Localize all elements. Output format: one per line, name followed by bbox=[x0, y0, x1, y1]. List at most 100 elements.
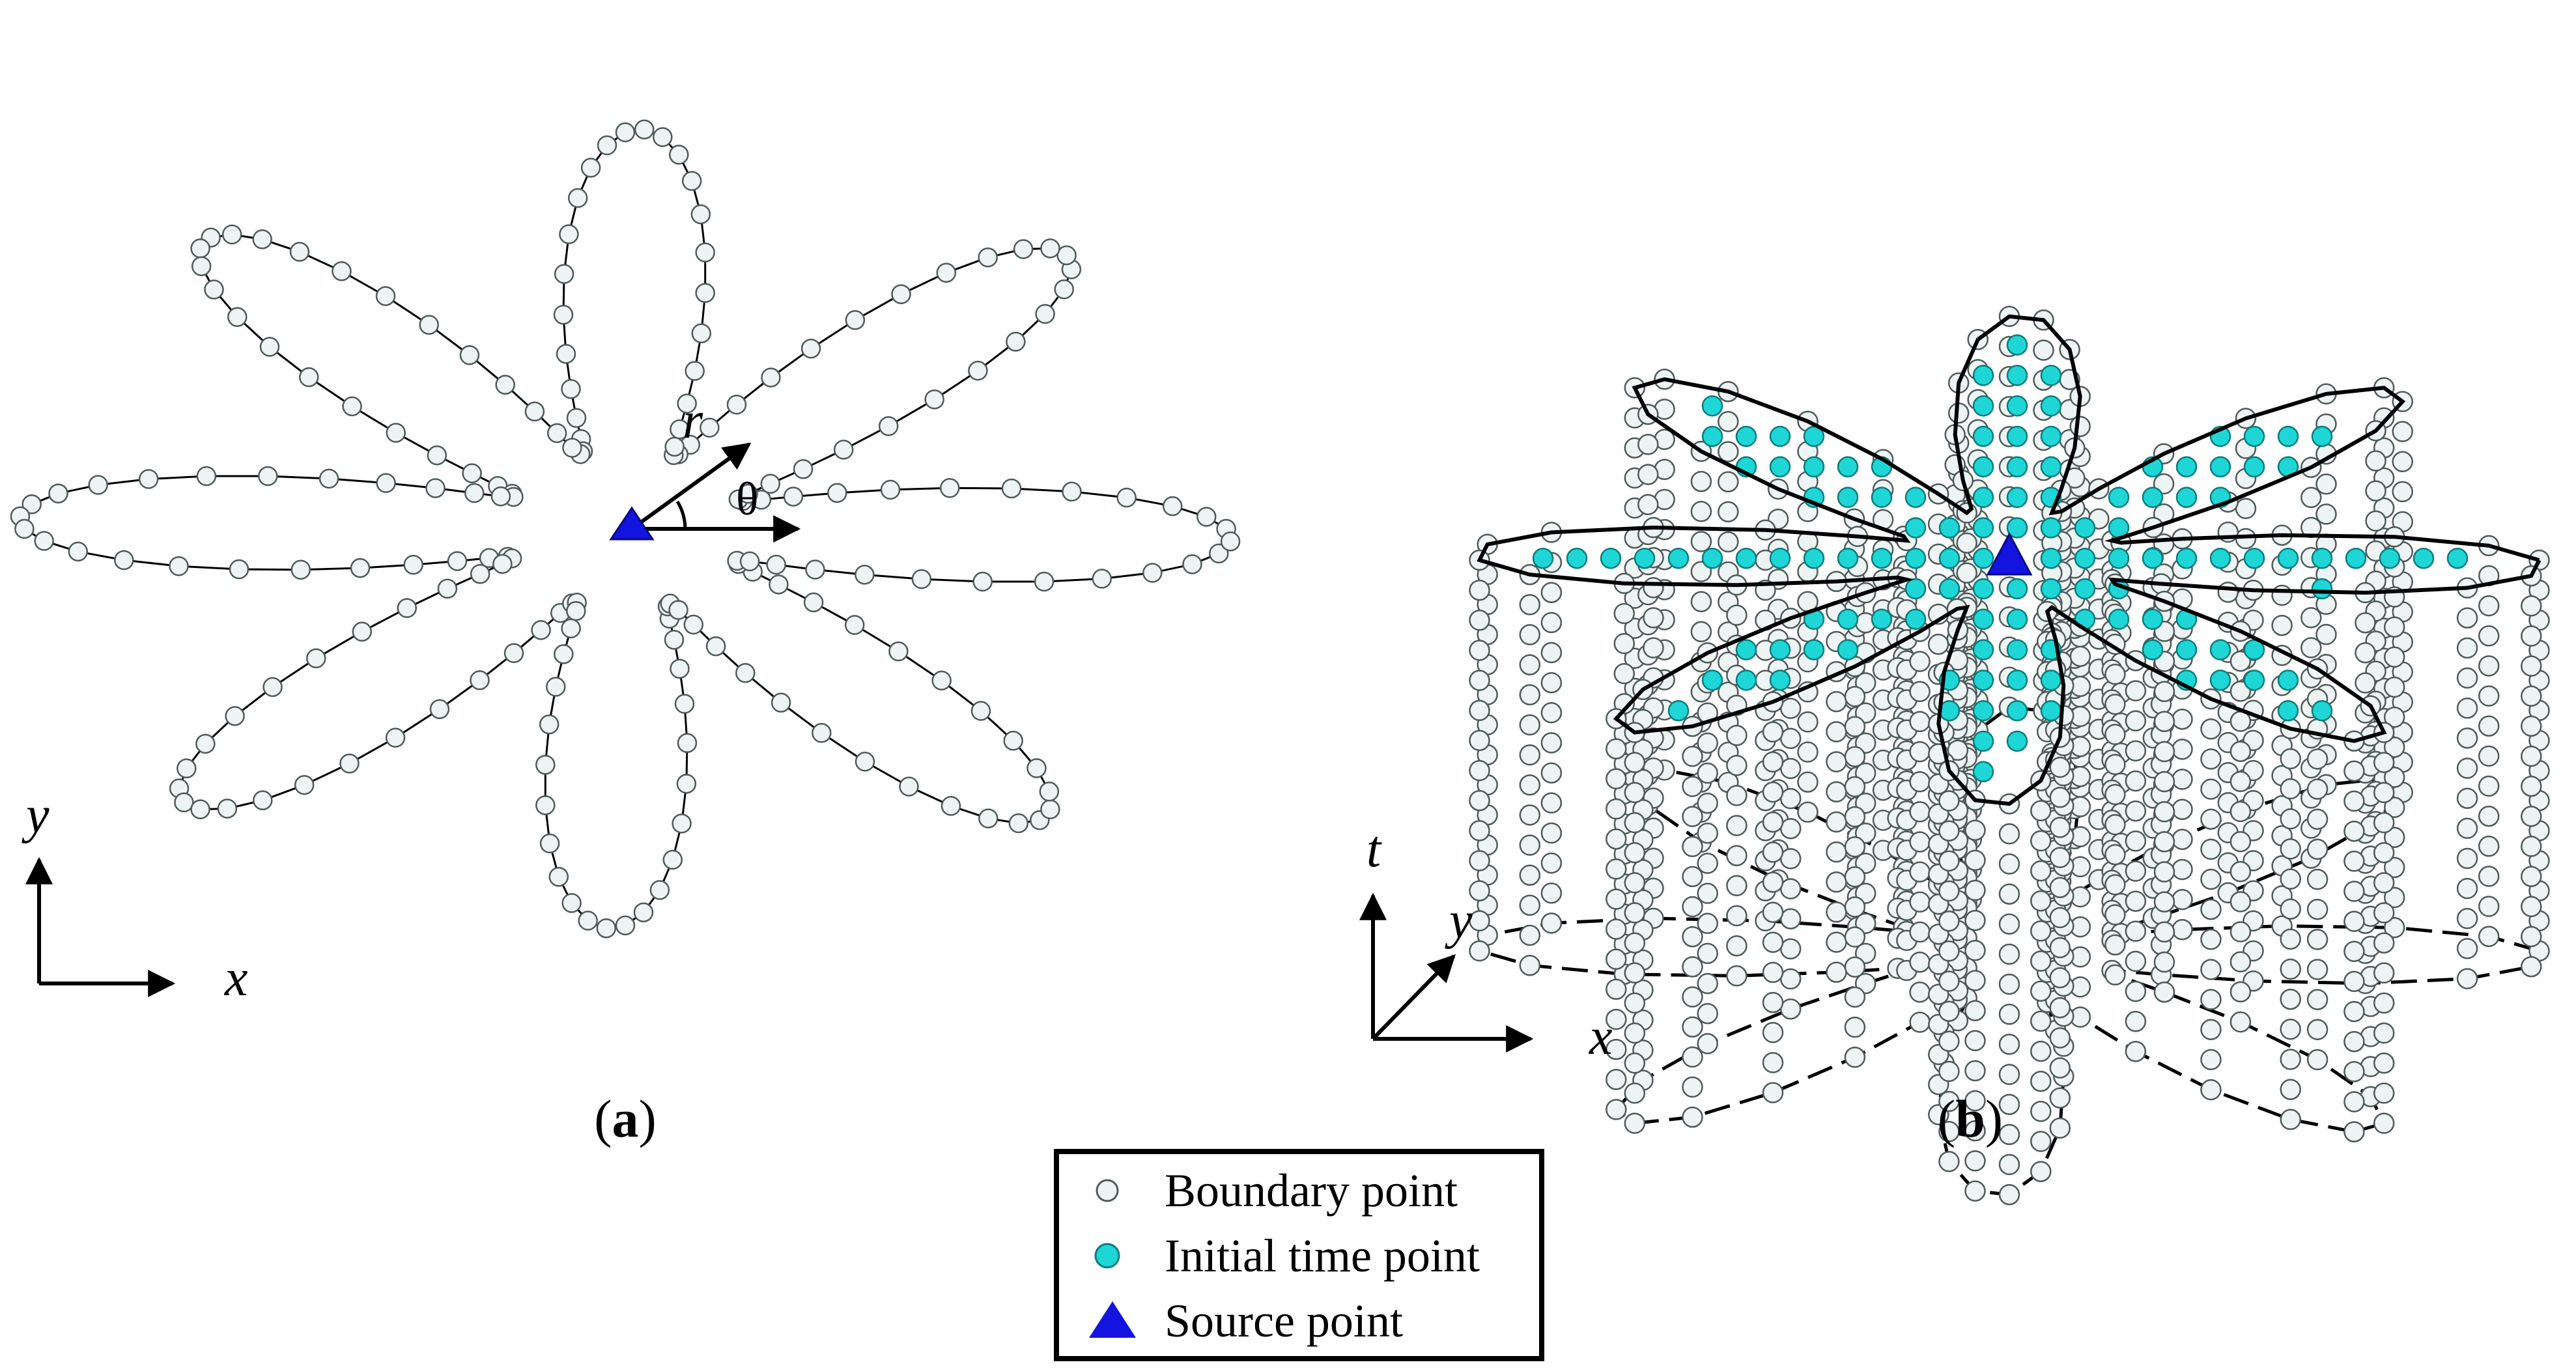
boundary-point bbox=[771, 692, 791, 713]
initial-time-point bbox=[1837, 456, 1859, 478]
initial-time-point bbox=[1667, 547, 1690, 569]
boundary-point bbox=[376, 473, 396, 493]
boundary-point bbox=[685, 361, 705, 381]
boundary-point bbox=[1162, 496, 1183, 516]
boundary-point bbox=[827, 483, 847, 503]
boundary-point bbox=[2521, 806, 2542, 827]
boundary-point bbox=[1697, 972, 1718, 995]
boundary-point bbox=[1643, 607, 1664, 629]
boundary-point bbox=[2125, 740, 2147, 762]
boundary-point bbox=[1519, 744, 1541, 766]
boundary-point bbox=[1779, 878, 1802, 899]
boundary-point bbox=[1606, 918, 1627, 940]
boundary-point bbox=[1762, 841, 1784, 863]
boundary-point bbox=[290, 559, 311, 580]
boundary-point bbox=[2125, 860, 2147, 882]
boundary-point bbox=[2478, 655, 2500, 677]
boundary-point bbox=[1540, 582, 1563, 603]
boundary-point bbox=[262, 677, 283, 698]
boundary-point bbox=[2229, 891, 2252, 912]
boundary-point bbox=[2383, 767, 2405, 788]
boundary-point bbox=[1606, 888, 1627, 910]
boundary-point bbox=[553, 304, 574, 325]
boundary-point bbox=[1613, 663, 1635, 685]
boundary-point bbox=[633, 902, 654, 923]
initial-time-point bbox=[1769, 425, 1791, 447]
boundary-point bbox=[2153, 831, 2175, 853]
boundary-point bbox=[2343, 790, 2365, 812]
boundary-point bbox=[1844, 986, 1866, 1008]
initial-time-point bbox=[1938, 547, 1960, 569]
boundary-point bbox=[941, 796, 961, 816]
boundary-point bbox=[1606, 768, 1627, 790]
boundary-point bbox=[1998, 973, 2020, 995]
boundary-point bbox=[2383, 646, 2405, 668]
boundary-point bbox=[204, 279, 224, 300]
boundary-point bbox=[2049, 937, 2071, 959]
boundary-point bbox=[1956, 532, 1977, 554]
boundary-point bbox=[1624, 812, 1646, 834]
boundary-point bbox=[2030, 890, 2052, 912]
boundary-point bbox=[1624, 1022, 1646, 1044]
boundary-point bbox=[2229, 681, 2252, 702]
boundary-point bbox=[880, 479, 901, 500]
boundary-point bbox=[1697, 792, 1718, 814]
boundary-point bbox=[561, 618, 581, 639]
boundary-point bbox=[2280, 958, 2301, 980]
boundary-point bbox=[196, 466, 217, 487]
boundary-point bbox=[783, 487, 804, 507]
boundary-point bbox=[2315, 473, 2337, 495]
boundary-point bbox=[1209, 543, 1229, 564]
boundary-point bbox=[634, 119, 655, 140]
initial-time-point bbox=[2108, 487, 2130, 508]
boundary-point bbox=[524, 401, 545, 422]
boundary-point-column bbox=[2478, 535, 2500, 948]
boundary-point bbox=[2355, 612, 2376, 634]
boundary-point bbox=[490, 486, 511, 507]
boundary-point bbox=[1142, 563, 1163, 583]
boundary-point bbox=[539, 714, 559, 735]
boundary-point bbox=[2456, 728, 2478, 749]
boundary-point bbox=[1469, 850, 1490, 871]
boundary-point bbox=[1026, 758, 1047, 778]
boundary-point bbox=[48, 483, 68, 503]
boundary-point bbox=[2049, 1057, 2071, 1079]
boundary-point bbox=[561, 379, 581, 399]
boundary-point bbox=[1909, 831, 1931, 853]
boundary-point bbox=[833, 440, 854, 460]
boundary-point bbox=[2030, 1070, 2052, 1092]
boundary-point bbox=[2200, 1049, 2222, 1071]
boundary-point bbox=[2343, 940, 2365, 963]
boundary-point bbox=[2200, 868, 2222, 890]
boundary-point bbox=[567, 188, 588, 208]
boundary-point bbox=[464, 483, 485, 503]
initial-time-point bbox=[1972, 517, 1994, 539]
boundary-point bbox=[2306, 959, 2328, 980]
initial-time-point bbox=[1803, 639, 1825, 660]
boundary-point bbox=[195, 733, 216, 754]
boundary-point-column bbox=[1624, 722, 1646, 1134]
boundary-point-column bbox=[1826, 571, 1847, 983]
boundary-point bbox=[174, 792, 194, 813]
initial-time-point bbox=[1972, 670, 1994, 691]
boundary-point bbox=[1998, 1183, 2020, 1206]
boundary-point bbox=[2172, 769, 2193, 790]
boundary-point bbox=[535, 754, 556, 775]
boundary-point bbox=[1519, 654, 1541, 675]
boundary-point bbox=[855, 752, 875, 772]
boundary-point bbox=[559, 224, 579, 244]
boundary-point bbox=[385, 728, 406, 748]
boundary-point bbox=[2125, 920, 2147, 942]
boundary-point bbox=[1909, 681, 1931, 703]
boundary-point bbox=[2343, 851, 2365, 872]
boundary-point bbox=[2373, 932, 2395, 954]
boundary-point bbox=[1637, 494, 1659, 515]
boundary-point bbox=[578, 911, 598, 931]
boundary-point-column bbox=[2280, 718, 2301, 1131]
boundary-point bbox=[2373, 902, 2395, 924]
boundary-point bbox=[429, 699, 450, 720]
panel-b-y-axis-arrow bbox=[1371, 954, 1456, 1041]
boundary-point bbox=[1682, 866, 1703, 888]
boundary-point bbox=[2030, 830, 2052, 852]
initial-time-point bbox=[2074, 547, 2096, 569]
